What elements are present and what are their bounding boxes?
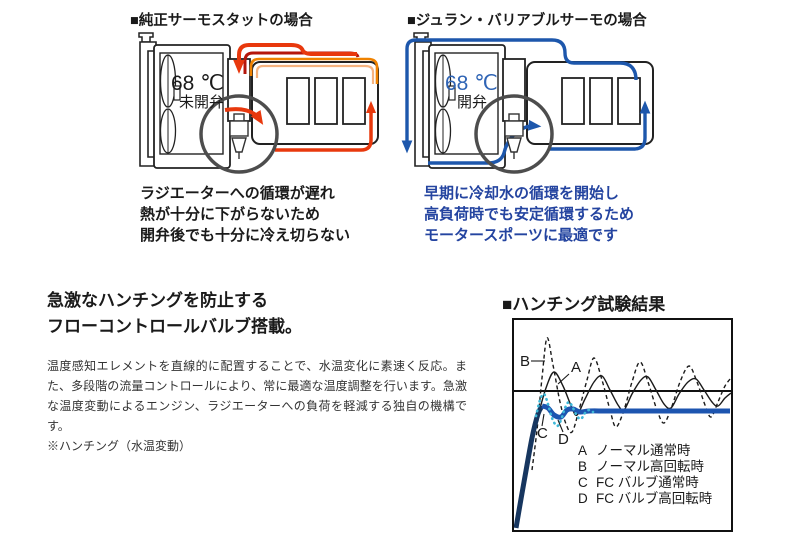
legend-row: C FC バルブ通常時 bbox=[578, 475, 712, 491]
flow-arrow-bypass bbox=[224, 107, 264, 125]
thermostat-highlight-circle bbox=[199, 94, 279, 174]
radiator bbox=[138, 32, 231, 169]
curve-D bbox=[534, 392, 595, 428]
legend-label: FC バルブ高回転時 bbox=[596, 491, 713, 506]
thermostat-valve-icon bbox=[229, 113, 249, 159]
genuine-thermostat-diagram: 68 ℃ 未開弁 bbox=[138, 32, 379, 174]
engine bbox=[251, 61, 379, 145]
cylinder bbox=[617, 77, 641, 125]
curve-C_rise bbox=[514, 404, 545, 529]
feature-note: ※ハンチング（水温変動） bbox=[47, 439, 192, 453]
valve-state-label: 開弁 bbox=[457, 94, 487, 111]
curve-A bbox=[529, 371, 731, 449]
thermostat-housing bbox=[502, 58, 526, 122]
legend-row: B ノーマル高回転時 bbox=[578, 459, 712, 475]
valve-state-label: 未開弁 bbox=[179, 94, 224, 111]
legend-label: ノーマル通常時 bbox=[596, 443, 691, 458]
legend-row: A ノーマル通常時 bbox=[578, 443, 712, 459]
curve-label-A: A bbox=[571, 359, 581, 376]
left-diagram-title: ■純正サーモスタットの場合 bbox=[130, 13, 313, 29]
temp-label: 68 ℃ bbox=[171, 72, 224, 95]
caption-line: モータースポーツに最適です bbox=[424, 227, 618, 244]
legend-label: ノーマル高回転時 bbox=[596, 459, 704, 474]
cylinder bbox=[314, 77, 338, 125]
feature-body: 温度感知エレメントを直線的に配置することで、水温変化に素速く反応。また、多段階の… bbox=[47, 359, 467, 433]
radiator-cap-icon bbox=[138, 32, 154, 43]
legend-key: D bbox=[578, 491, 588, 506]
legend-key: A bbox=[578, 443, 588, 458]
caption-line: 開弁後でも十分に冷え切らない bbox=[140, 227, 351, 244]
feature-heading: 急激なハンチングを防止する フローコントロールバルブ搭載。 bbox=[47, 288, 302, 340]
chart-title: ■ハンチング試験結果 bbox=[502, 295, 666, 314]
temp-label: 68 ℃ bbox=[445, 72, 498, 95]
curve-C bbox=[541, 403, 731, 420]
curve-label-B: B bbox=[520, 353, 530, 370]
cylinder bbox=[286, 77, 310, 125]
left-diagram-caption: ラジエーターへの循環が遅れ 熱が十分に下がらないため 開弁後でも十分に冷え切らな… bbox=[140, 183, 350, 246]
thermostat-valve-icon bbox=[504, 113, 524, 159]
cylinder bbox=[342, 77, 366, 125]
flow-arrow-up bbox=[275, 100, 377, 152]
caption-line: 早期に冷却水の循環を開始し bbox=[424, 185, 620, 202]
flow-arrow-down bbox=[233, 43, 357, 74]
flow-arrow-up bbox=[550, 100, 651, 151]
legend-row: D FC バルブ高回転時 bbox=[578, 491, 712, 507]
cylinder bbox=[561, 77, 585, 125]
engine bbox=[526, 61, 654, 145]
radiator bbox=[413, 32, 506, 169]
feature-heading-line: フローコントロールバルブ搭載。 bbox=[47, 317, 302, 336]
caption-line: 熱が十分に下がらないため bbox=[140, 206, 321, 223]
right-diagram-caption: 早期に冷却水の循環を開始し 高負荷時でも安定循環するため モータースポーツに最適… bbox=[424, 183, 634, 246]
thermostat-highlight-circle bbox=[474, 94, 554, 174]
legend-key: C bbox=[578, 475, 588, 490]
cylinder bbox=[589, 77, 613, 125]
caption-line: ラジエーターへの循環が遅れ bbox=[140, 185, 335, 202]
feature-text-block: 温度感知エレメントを直線的に配置することで、水温変化に素速く反応。また、多段階の… bbox=[47, 356, 467, 456]
feature-heading-line: 急激なハンチングを防止する bbox=[47, 291, 268, 310]
hot-coolant-flow bbox=[224, 43, 379, 152]
curve-label-D: D bbox=[558, 431, 569, 448]
caption-line: 高負荷時でも安定循環するため bbox=[424, 206, 635, 223]
variable-thermo-diagram: 68 ℃ 開弁 bbox=[401, 32, 654, 174]
legend-key: B bbox=[578, 459, 588, 474]
right-diagram-title: ■ジュラン・バリアブルサーモの場合 bbox=[407, 13, 647, 29]
flow-arrow-down bbox=[401, 38, 638, 154]
chart-legend: A ノーマル通常時 B ノーマル高回転時 C FC バルブ通常時 D FC バルブ高回転… bbox=[578, 443, 712, 507]
curve-label-C: C bbox=[537, 425, 548, 442]
legend-label: FC バルブ通常時 bbox=[596, 475, 699, 490]
